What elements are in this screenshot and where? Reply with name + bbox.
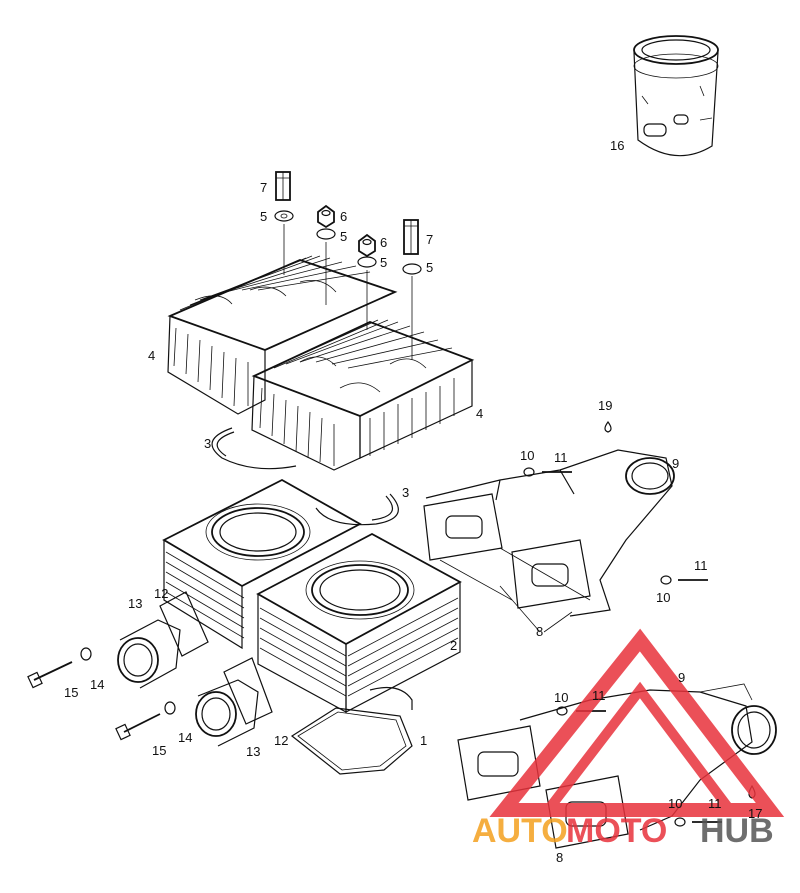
label-16: 16 <box>610 138 624 153</box>
label-6-b: 6 <box>380 235 387 250</box>
label-14-right: 14 <box>178 730 192 745</box>
label-4-left: 4 <box>148 348 155 363</box>
label-12-right: 12 <box>274 733 288 748</box>
watermark-text-hub: HUB <box>700 812 774 850</box>
label-11-c: 11 <box>592 688 606 703</box>
label-15-right: 15 <box>152 743 166 758</box>
label-10-b: 10 <box>656 590 670 605</box>
label-13-left: 13 <box>128 596 142 611</box>
label-11-d: 11 <box>708 796 722 811</box>
label-14-left: 14 <box>90 677 104 692</box>
intake-left <box>117 591 209 689</box>
label-1: 1 <box>420 733 427 748</box>
cylinder-block <box>162 478 462 714</box>
label-2: 2 <box>450 638 457 653</box>
cylinder-head-left <box>167 255 398 415</box>
label-10-a: 10 <box>520 448 534 463</box>
label-5-b: 5 <box>340 229 347 244</box>
watermark-text-moto: MOTO <box>566 812 667 850</box>
base-gasket <box>290 707 413 775</box>
label-10-c: 10 <box>554 690 568 705</box>
head-fasteners <box>274 171 422 360</box>
callout-labels: 7 5 6 5 6 5 7 5 4 4 3 3 2 1 12 13 14 15 … <box>64 138 762 865</box>
exhaust-manifold-upper <box>423 420 708 633</box>
head-gaskets <box>211 427 399 526</box>
label-10-d: 10 <box>668 796 682 811</box>
label-8-lower: 8 <box>556 850 563 865</box>
cylinder-head-right <box>251 319 475 471</box>
label-3-right: 3 <box>402 485 409 500</box>
label-8-upper: 8 <box>536 624 543 639</box>
label-15-left: 15 <box>64 685 78 700</box>
label-13-right: 13 <box>246 744 260 759</box>
watermark-text-auto: AUTO <box>472 812 568 850</box>
label-19: 19 <box>598 398 612 413</box>
cylinder-liner <box>633 35 719 157</box>
label-5-d: 5 <box>426 260 433 275</box>
label-11-b: 11 <box>694 558 708 573</box>
watermark-logo: AUTO MOTO HUB <box>472 628 785 850</box>
label-17: 17 <box>748 806 762 821</box>
label-5-a: 5 <box>260 209 267 224</box>
intake-right <box>195 657 273 747</box>
label-3-left: 3 <box>204 436 211 451</box>
label-9-lower: 9 <box>678 670 685 685</box>
label-4-right: 4 <box>476 406 483 421</box>
label-12-left: 12 <box>154 586 168 601</box>
label-11-a: 11 <box>554 450 568 465</box>
label-9-upper: 9 <box>672 456 679 471</box>
label-7-right: 7 <box>426 232 433 247</box>
label-7-left: 7 <box>260 180 267 195</box>
label-5-c: 5 <box>380 255 387 270</box>
intake-bolts <box>27 647 176 741</box>
label-6-a: 6 <box>340 209 347 224</box>
